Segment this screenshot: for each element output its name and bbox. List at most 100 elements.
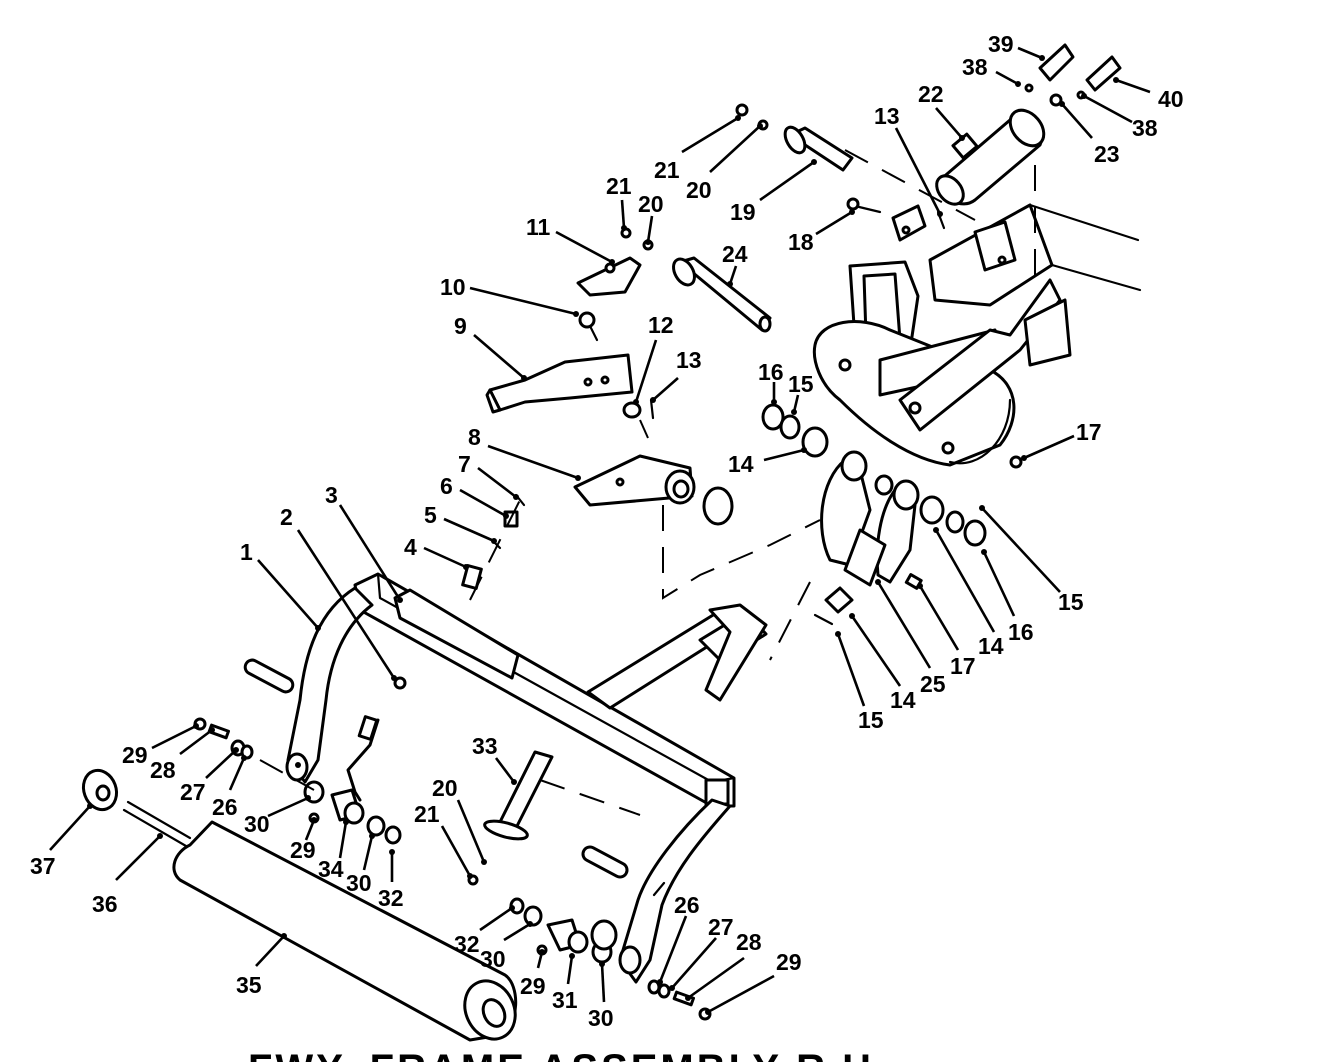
callout-28-left: 28 [150, 727, 215, 783]
callout-label: 25 [920, 671, 946, 697]
callout-22: 22 [918, 81, 965, 141]
left-arm [243, 586, 374, 784]
callout-label: 28 [736, 929, 762, 955]
callout-label: 20 [686, 177, 712, 203]
callout-label: 21 [654, 157, 680, 183]
callout-30-left: 30 [244, 795, 311, 837]
callout-9: 9 [454, 313, 527, 381]
callout-label: 29 [520, 973, 546, 999]
callout-label: 20 [432, 775, 458, 801]
callout-labels: 1 2 3 4 5 6 7 8 9 10 11 12 13 13 14 14 1… [30, 31, 1184, 1031]
callout-14-mid: 14 [728, 447, 807, 477]
callout-27-right: 27 [669, 914, 734, 991]
callout-label: 2 [280, 504, 293, 530]
callout-18: 18 [788, 209, 855, 255]
callout-6: 6 [440, 473, 509, 519]
footer-title: FWY. FRAME ASSEMBLY-R.H. [248, 1047, 888, 1062]
callout-32-lower: 32 [454, 905, 515, 957]
callout-label: 4 [404, 534, 417, 560]
frame-tube [353, 572, 736, 808]
callout-14-right: 14 [933, 527, 1004, 659]
callout-30-lower: 30 [480, 921, 533, 972]
callout-17-bottom: 17 [917, 583, 976, 679]
pin-24 [672, 256, 772, 333]
callout-36: 36 [92, 833, 163, 917]
callout-label: 29 [290, 837, 316, 863]
callout-label: 30 [588, 1005, 614, 1031]
callout-label: 24 [722, 241, 748, 267]
tube-33 [467, 750, 554, 886]
parts-drawing [81, 43, 1142, 1042]
callout-26-right: 26 [657, 892, 700, 985]
handle-rod [346, 676, 407, 802]
callout-7: 7 [458, 451, 519, 500]
callout-label: 27 [180, 779, 206, 805]
callout-38-left: 38 [962, 54, 1021, 87]
callout-20-mid: 20 [638, 191, 664, 245]
callout-label: 3 [325, 482, 338, 508]
callout-label: 13 [874, 103, 900, 129]
callout-28-right: 28 [685, 929, 762, 1001]
callout-15-top: 15 [788, 371, 814, 415]
callout-label: 26 [674, 892, 700, 918]
callout-23: 23 [1059, 101, 1120, 167]
callout-19: 19 [730, 159, 817, 225]
left-arm-hardware [193, 717, 402, 845]
callout-label: 10 [440, 274, 466, 300]
callout-16-top: 16 [758, 359, 784, 405]
callout-24: 24 [722, 241, 748, 287]
callout-label: 14 [890, 687, 916, 713]
callout-label: 5 [424, 502, 437, 528]
callout-label: 38 [1132, 115, 1158, 141]
callout-label: 19 [730, 199, 756, 225]
callout-34: 34 [318, 819, 349, 882]
callout-5: 5 [424, 502, 497, 544]
callout-label: 6 [440, 473, 453, 499]
right-arm-hardware [509, 897, 712, 1021]
callout-20-top: 20 [686, 123, 763, 203]
callout-20-lower: 20 [432, 775, 487, 865]
plates-25 [761, 403, 987, 626]
callout-3: 3 [325, 482, 403, 603]
callout-32-right: 32 [378, 849, 404, 911]
callout-15-bottom: 15 [835, 631, 884, 733]
callout-12: 12 [633, 312, 674, 405]
callout-29-left: 29 [122, 723, 199, 768]
callout-label: 35 [236, 972, 262, 998]
callout-label: 15 [788, 371, 814, 397]
callout-15-right: 15 [979, 505, 1084, 615]
callout-label: 31 [552, 987, 578, 1013]
callout-label: 37 [30, 853, 56, 879]
callout-2: 2 [280, 504, 397, 681]
callout-label: 21 [606, 173, 632, 199]
callout-label: 32 [378, 885, 404, 911]
center-lines [259, 149, 1036, 816]
callout-17-right: 17 [1021, 419, 1102, 461]
callout-38-right: 38 [1081, 93, 1158, 141]
callout-label: 16 [758, 359, 784, 385]
callout-label: 9 [454, 313, 467, 339]
callout-label: 40 [1158, 86, 1184, 112]
callout-label: 14 [978, 633, 1004, 659]
callout-label: 11 [526, 214, 551, 240]
callout-label: 28 [150, 757, 176, 783]
callout-label: 34 [318, 856, 344, 882]
bracket-8 [573, 454, 734, 526]
cross-tube [586, 603, 768, 710]
callout-label: 15 [1058, 589, 1084, 615]
callout-label: 30 [480, 946, 506, 972]
callout-label: 26 [212, 794, 238, 820]
callout-label: 32 [454, 931, 480, 957]
callout-39: 39 [988, 31, 1045, 61]
callout-label: 12 [648, 312, 674, 338]
callout-label: 8 [468, 424, 481, 450]
callout-27-left: 27 [180, 747, 239, 805]
callout-10: 10 [440, 274, 579, 317]
callout-label: 23 [1094, 141, 1120, 167]
callout-14-bottom: 14 [849, 613, 916, 713]
callout-35: 35 [236, 933, 287, 998]
callout-30-bottom: 30 [588, 961, 614, 1031]
yoke-assembly [812, 203, 1142, 469]
callout-label: 17 [950, 653, 976, 679]
